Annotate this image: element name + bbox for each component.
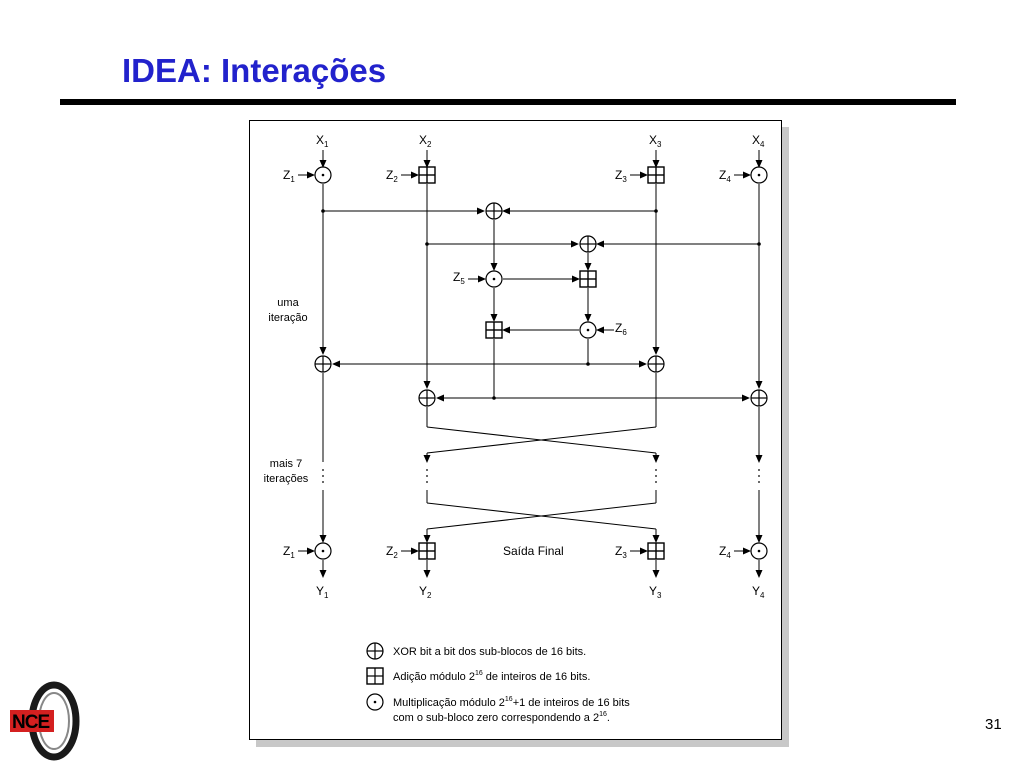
input-x2-label: X2 <box>419 133 432 149</box>
xor-op-1 <box>314 355 332 373</box>
final-key-z3-label: Z3 <box>615 544 627 560</box>
multiply-op-final-z1 <box>314 542 332 560</box>
key-z5-label: Z5 <box>453 270 465 286</box>
xor-op-4 <box>750 389 768 407</box>
page-number: 31 <box>985 716 1002 733</box>
one-round-label-line1: uma <box>277 297 299 309</box>
legend-add-text: Adição módulo 216 de inteiros de 16 bits… <box>393 670 590 683</box>
xor-op-3 <box>647 355 665 373</box>
multiply-op-z4 <box>750 166 768 184</box>
final-output-label: Saída Final <box>503 544 564 558</box>
key-z6-label: Z6 <box>615 321 627 337</box>
legend-xor-text: XOR bit a bit dos sub-blocos de 16 bits. <box>393 646 586 658</box>
legend-xor-icon <box>366 642 384 660</box>
add-op-z3 <box>647 166 665 184</box>
final-key-z1-label: Z1 <box>283 544 295 560</box>
xor-op-b <box>579 235 597 253</box>
input-x4-label: X4 <box>752 133 765 149</box>
figure-frame: X1 X2 X3 X4 <box>249 120 782 740</box>
input-x1-label: X1 <box>316 133 329 149</box>
legend-multiply-text: Multiplicação módulo 216+1 de inteiros d… <box>393 696 630 709</box>
final-key-z2-label: Z2 <box>386 544 398 560</box>
input-x3-label: X3 <box>649 133 662 149</box>
add-op-z2 <box>418 166 436 184</box>
continuation-dots <box>322 469 760 483</box>
slide-title: IDEA: Interações <box>122 52 387 89</box>
xor-op-a <box>485 202 503 220</box>
legend-multiply-icon <box>366 693 384 711</box>
svg-text:NCE: NCE <box>12 712 49 733</box>
more-rounds-label-line2: iterações <box>264 473 309 485</box>
add-op-final-z3 <box>647 542 665 560</box>
multiply-op-z6 <box>579 321 597 339</box>
key-z2-label: Z2 <box>386 168 398 184</box>
add-op-mid-left <box>485 321 503 339</box>
one-round-label-line2: iteração <box>268 312 307 324</box>
more-rounds-label-line1: mais 7 <box>270 458 302 470</box>
add-op-mid-right <box>579 270 597 288</box>
nce-logo: NCE <box>10 681 80 761</box>
idea-round-diagram: X1 X2 X3 X4 <box>264 133 768 724</box>
legend-symbols <box>366 642 384 711</box>
output-y3-label: Y3 <box>649 584 662 600</box>
key-z1-label: Z1 <box>283 168 295 184</box>
add-ops <box>418 166 665 560</box>
multiply-op-final-z4 <box>750 542 768 560</box>
multiply-ops <box>314 166 768 560</box>
legend-add-icon <box>366 667 384 685</box>
key-z3-label: Z3 <box>615 168 627 184</box>
legend-multiply-text-line2: com o sub-bloco zero correspondendo a 21… <box>393 711 610 724</box>
xor-op-2 <box>418 389 436 407</box>
output-y1-label: Y1 <box>316 584 329 600</box>
junction-dots <box>321 209 761 400</box>
final-key-z4-label: Z4 <box>719 544 731 560</box>
multiply-op-z1 <box>314 166 332 184</box>
multiply-op-z5 <box>485 270 503 288</box>
add-op-final-z2 <box>418 542 436 560</box>
output-y2-label: Y2 <box>419 584 432 600</box>
key-z4-label: Z4 <box>719 168 731 184</box>
title-underline <box>60 99 956 105</box>
output-y4-label: Y4 <box>752 584 765 600</box>
xor-ops <box>314 202 768 407</box>
diagram-wires <box>298 150 763 578</box>
